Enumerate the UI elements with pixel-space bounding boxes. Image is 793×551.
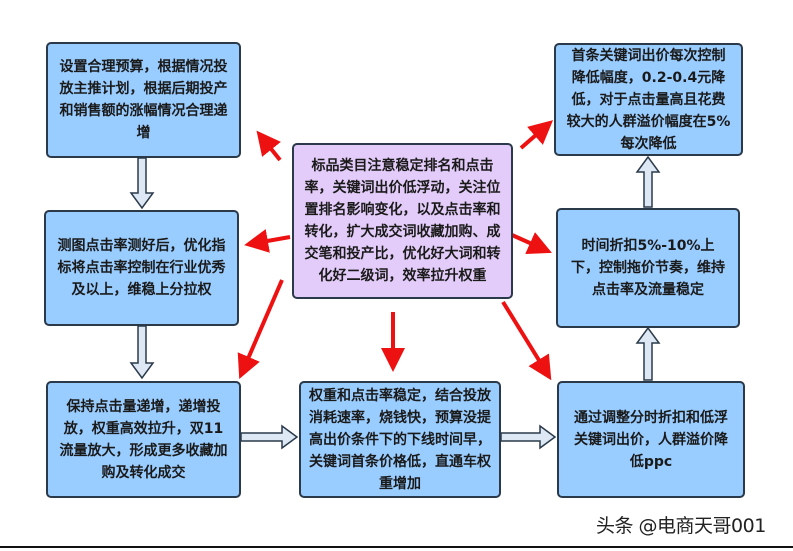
box-ctr-test-text: 测图点击率测好后，优化指标将点击率控制在行业优秀及以上，维稳上分拉权 [57,238,226,298]
flow-arrow-time-to-bid [635,155,661,208]
box-bid-reduce: 首条关键词出价每次控制降低幅度，0.2-0.4元降低，对于点击量高且花费较大的人… [554,43,743,156]
box-budget: 设置合理预算，根据情况投放主推计划，根据后期投产和销售额的涨幅情况合理递增 [46,42,241,158]
box-growth-text: 保持点击量递增，递增投放，权重高效拉升，双11流量放大，形成更多收藏加购及转化成… [59,398,228,481]
flow-arrow-growth-to-weight [240,424,299,450]
box-growth: 保持点击量递增，递增投放，权重高效拉升，双11流量放大，形成更多收藏加购及转化成… [46,381,241,498]
watermark: 头条 @电商天哥001 [596,515,766,537]
red-arrow-down-right [501,300,552,381]
flow-arrow-ppc-to-time [635,326,661,381]
flow-arrow-ctr-to-growth [129,325,155,380]
box-lower-ppc-text: 通过调整分时折扣和低浮关键词出价，人群溢价降低ppc [574,409,728,470]
box-budget-text: 设置合理预算，根据情况投放主推计划，根据后期投产和销售额的涨幅情况合理递增 [59,59,228,141]
bottom-divider [0,546,793,548]
flow-arrow-budget-to-ctr [129,157,155,210]
red-arrow-down-left [237,279,284,380]
box-time-discount: 时间折扣5%-10%上下，控制拖价节奏，维持点击率及流量稳定 [556,208,740,328]
box-time-discount-text: 时间折扣5%-10%上下，控制拖价节奏，维持点击率及流量稳定 [571,238,725,298]
box-center: 标品类目注意稳定排名和点击率，关键词出价低浮动，关注位置排名影响变化，以及点击率… [292,143,513,299]
red-arrow-upper-left [256,130,282,162]
box-lower-ppc: 通过调整分时折扣和低浮关键词出价，人群溢价降低ppc [557,381,745,498]
red-arrow-upper-right [519,120,554,150]
box-weight-stable-text: 权重和点击率稳定，结合投放消耗速率，烧钱快，预算没提高出价条件下的下线时间早，关… [309,387,491,492]
red-arrow-right [511,232,552,255]
box-weight-stable: 权重和点击率稳定，结合投放消耗速率，烧钱快，预算没提高出价条件下的下线时间早，关… [299,381,501,498]
box-ctr-test: 测图点击率测好后，优化指标将点击率控制在行业优秀及以上，维稳上分拉权 [44,210,239,326]
box-center-text: 标品类目注意稳定排名和点击率，关键词出价低浮动，关注位置排名影响变化，以及点击率… [304,158,501,284]
box-bid-reduce-text: 首条关键词出价每次控制降低幅度，0.2-0.4元降低，对于点击量高且花费较大的人… [566,47,731,152]
red-arrow-left [244,229,291,253]
flow-arrow-weight-to-ppc [500,424,557,450]
